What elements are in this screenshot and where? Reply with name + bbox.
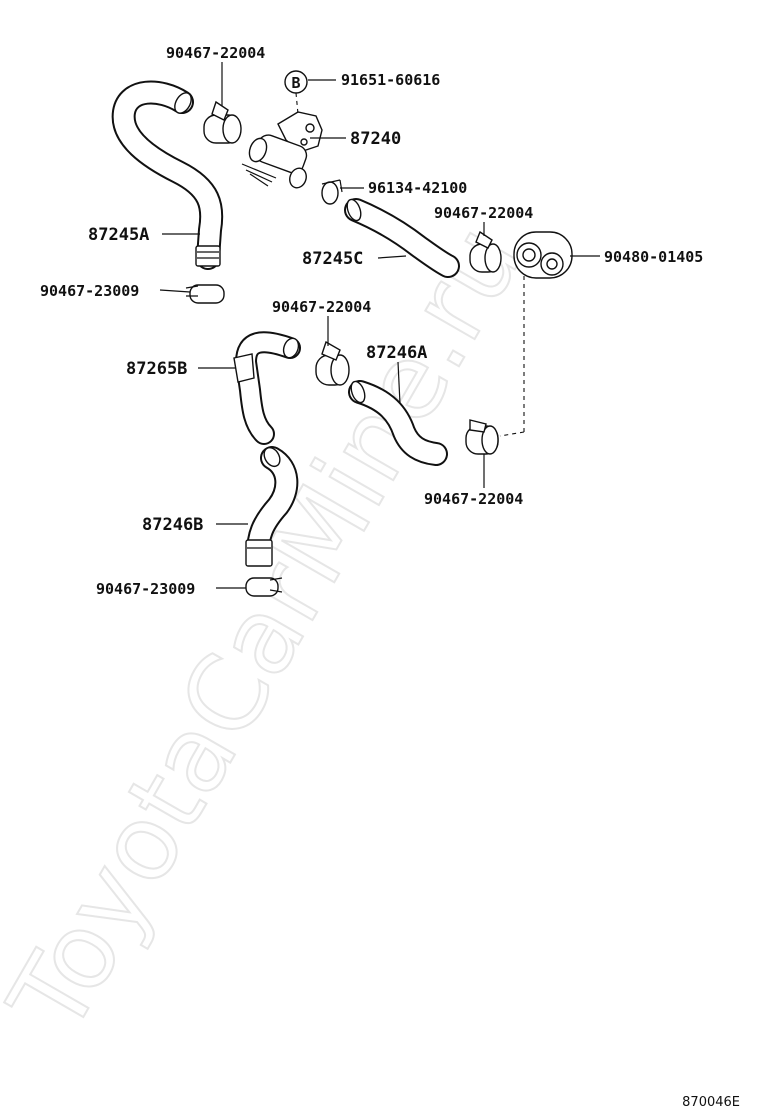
label-clamp-center: 90467-22004 — [272, 298, 371, 316]
label-valve-87240: 87240 — [350, 129, 401, 149]
label-clamp-bottom: 90467-22004 — [424, 490, 523, 508]
label-clamp-top-left: 90467-22004 — [166, 44, 265, 62]
clip-96134 — [321, 179, 343, 205]
valve-87240: B — [241, 70, 323, 189]
label-clamp-23009-top: 90467-23009 — [40, 282, 139, 300]
hose-87246a — [348, 380, 448, 466]
clamp-center — [315, 340, 350, 386]
figure-code: 870046E — [682, 1095, 740, 1110]
label-pipe-87265b: 87265B — [126, 359, 187, 379]
label-hose-87246b: 87246B — [142, 515, 203, 535]
pipe-87265b — [233, 331, 301, 445]
hose-87245a — [111, 80, 224, 270]
label-bolt-91651: 91651-60616 — [341, 71, 440, 89]
label-hose-87245c: 87245C — [302, 249, 363, 269]
label-clamp-mid-right: 90467-22004 — [434, 204, 533, 222]
clamp-23009-top — [185, 284, 225, 304]
callout-b-letter: B — [291, 74, 300, 92]
leader-lines — [159, 62, 600, 589]
hose-87245c — [344, 198, 460, 278]
watermark: ToyotaCarMine.ru — [0, 205, 546, 1054]
label-hose-87246a: 87246A — [366, 343, 427, 363]
clamp-bottom — [465, 419, 499, 455]
hose-87246b — [245, 446, 299, 567]
clamp-23009-bottom — [245, 577, 283, 597]
label-hose-87245a: 87245A — [88, 225, 149, 245]
grommet-90480 — [499, 231, 573, 437]
clamp-mid-right — [469, 230, 502, 273]
label-clip-96134: 96134-42100 — [368, 179, 467, 197]
label-grommet-90480: 90480-01405 — [604, 248, 703, 266]
clamp-top-left — [203, 100, 242, 144]
label-clamp-23009-bottom: 90467-23009 — [96, 580, 195, 598]
